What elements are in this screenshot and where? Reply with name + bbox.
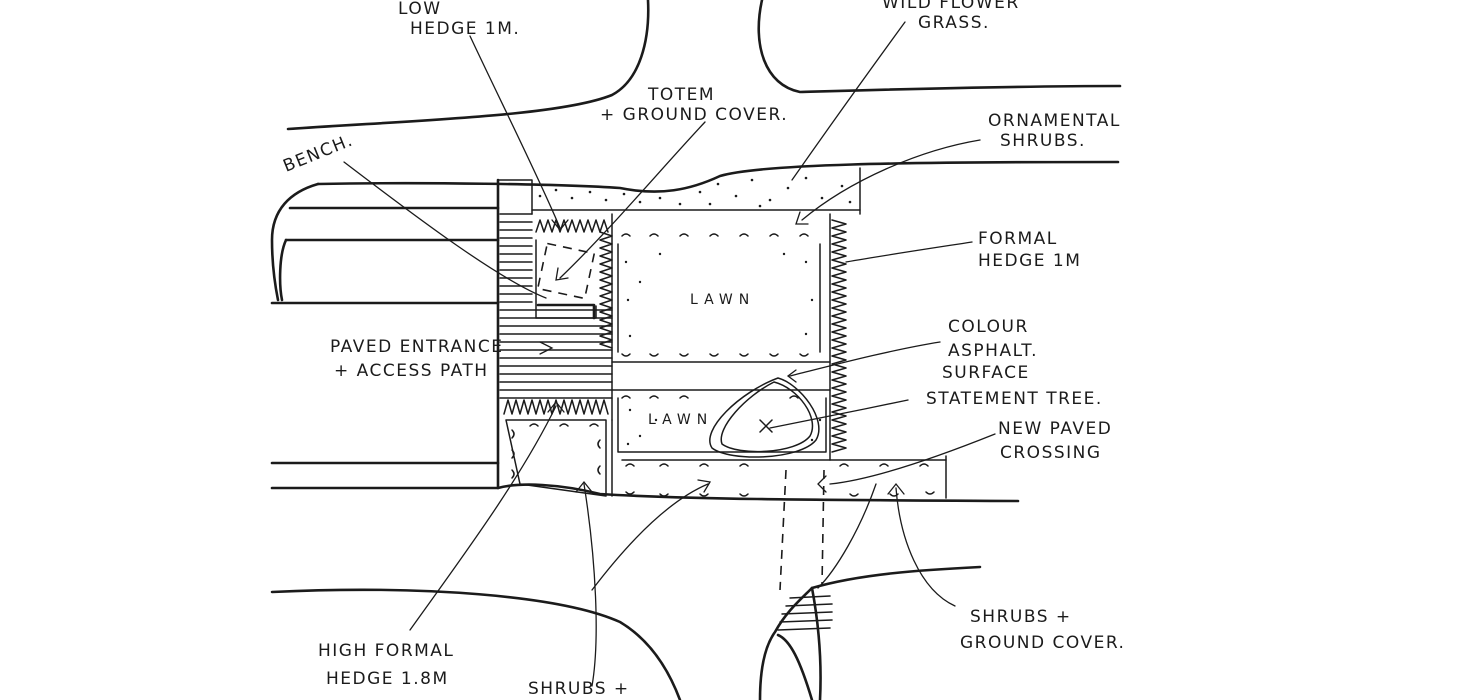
- label-bench: BENCH.: [280, 130, 356, 176]
- label-lawn-2: LAWN: [648, 412, 713, 428]
- shrub-beds: [505, 233, 935, 497]
- label-totem-1: TOTEM: [647, 85, 715, 105]
- label-colour-asphalt-1: COLOUR: [948, 317, 1029, 337]
- label-formal-hedge-2: HEDGE 1M: [978, 251, 1081, 271]
- label-low-hedge-1: LOW: [398, 0, 442, 19]
- label-paved-entrance-1: PAVED ENTRANCE: [330, 337, 504, 357]
- label-totem-2: + GROUND COVER.: [600, 105, 788, 125]
- label-shrubs-ground-1: SHRUBS +: [970, 607, 1072, 627]
- label-paved-entrance-2: + ACCESS PATH: [334, 361, 489, 381]
- label-shrubs-bottom: SHRUBS +: [528, 679, 630, 699]
- label-statement-tree: STATEMENT TREE.: [926, 389, 1103, 409]
- label-lawn-1: LAWN: [690, 292, 755, 308]
- label-low-hedge-2: HEDGE 1M.: [410, 19, 520, 39]
- label-formal-hedge-1: FORMAL: [978, 229, 1058, 249]
- label-colour-asphalt-2: ASPHALT.: [948, 341, 1038, 361]
- label-colour-asphalt-3: SURFACE: [942, 363, 1030, 383]
- lawn-stipple: [624, 252, 822, 446]
- label-high-hedge-2: HEDGE 1.8M: [326, 669, 449, 689]
- site-boundary: [496, 167, 947, 499]
- leader-lines: [343, 21, 996, 687]
- totem-marker: [536, 242, 596, 300]
- paved-crossing: [777, 469, 833, 631]
- label-wild-flower-1: WILD FLOWER: [882, 0, 1020, 13]
- label-new-paved-2: CROSSING: [1000, 443, 1102, 463]
- statement-tree: [709, 377, 820, 458]
- label-wild-flower-2: GRASS.: [918, 13, 990, 33]
- label-high-hedge-1: HIGH FORMAL: [318, 641, 454, 661]
- label-shrubs-ground-2: GROUND COVER.: [960, 633, 1125, 653]
- label-ornamental-1: ORNAMENTAL: [988, 111, 1121, 131]
- wildflower-stipple: [538, 176, 852, 208]
- paved-entrance-hatch: [499, 213, 613, 399]
- annotation-labels: LOW HEDGE 1M. WILD FLOWER GRASS. TOTEM +…: [280, 0, 1125, 699]
- hedge-zigzags: [503, 219, 847, 453]
- label-ornamental-2: SHRUBS.: [1000, 131, 1086, 151]
- label-new-paved-1: NEW PAVED: [998, 419, 1112, 439]
